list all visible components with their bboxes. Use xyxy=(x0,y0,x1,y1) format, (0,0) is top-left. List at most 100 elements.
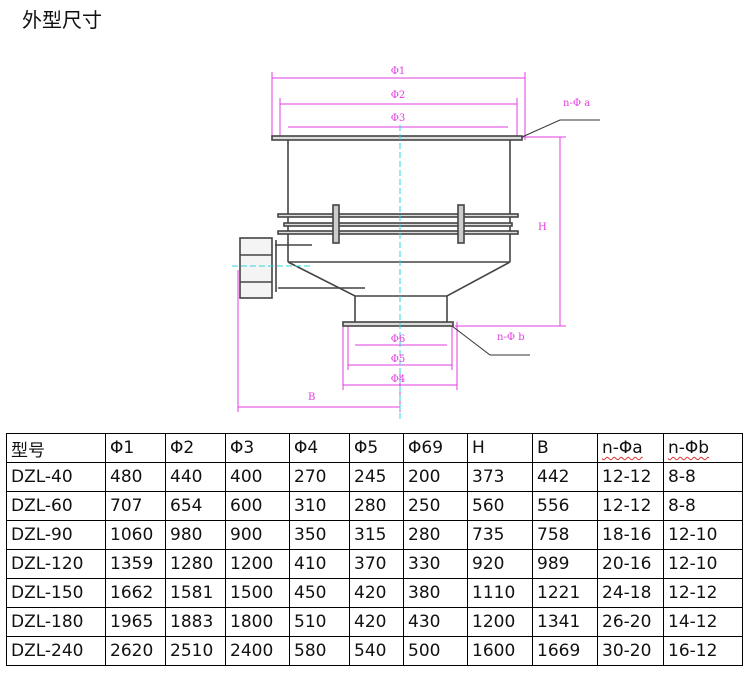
table-cell: 8-8 xyxy=(663,491,743,521)
table-cell: 920 xyxy=(467,549,533,579)
table-cell: 480 xyxy=(105,462,166,492)
table-cell: 12-12 xyxy=(597,462,664,492)
table-cell: 2510 xyxy=(165,636,226,666)
table-cell: 560 xyxy=(467,491,533,521)
table-cell: 12-12 xyxy=(663,578,743,608)
phi4-label: Φ4 xyxy=(391,374,406,385)
table-cell: 250 xyxy=(403,491,468,521)
table-cell: 510 xyxy=(289,607,350,637)
column-header: Φ5 xyxy=(349,433,404,463)
table-cell: 556 xyxy=(532,491,598,521)
table-cell: 310 xyxy=(289,491,350,521)
table-cell: 600 xyxy=(225,491,290,521)
phi6-label: Φ6 xyxy=(391,334,406,345)
table-cell: 1600 xyxy=(467,636,533,666)
table-cell: 420 xyxy=(349,578,404,608)
table-cell: 1669 xyxy=(532,636,598,666)
table-cell: 400 xyxy=(225,462,290,492)
table-cell: 26-20 xyxy=(597,607,664,637)
column-header: n-Φa xyxy=(597,433,664,463)
table-cell: 14-12 xyxy=(663,607,743,637)
table-cell: 350 xyxy=(289,520,350,550)
table-cell: 12-10 xyxy=(663,549,743,579)
model-cell: DZL-90 xyxy=(6,520,106,550)
center-lines xyxy=(232,125,401,420)
table-cell: 200 xyxy=(403,462,468,492)
table-cell: 16-12 xyxy=(663,636,743,666)
column-header: Φ4 xyxy=(289,433,350,463)
column-header: Φ69 xyxy=(403,433,468,463)
table-cell: 18-16 xyxy=(597,520,664,550)
table-cell: 654 xyxy=(165,491,226,521)
table-cell: 1200 xyxy=(467,607,533,637)
table-cell: 989 xyxy=(532,549,598,579)
table-cell: 12-12 xyxy=(597,491,664,521)
magnetic-separator-outline-drawing: Φ1 Φ2 Φ3 Φ6 Φ5 Φ4 H B n-Φ a n-Φ b xyxy=(232,66,600,420)
h-label: H xyxy=(538,222,547,233)
model-cell: DZL-40 xyxy=(6,462,106,492)
table-cell: 1200 xyxy=(225,549,290,579)
table-cell: 1883 xyxy=(165,607,226,637)
table-cell: 270 xyxy=(289,462,350,492)
column-header: B xyxy=(532,433,598,463)
table-cell: 315 xyxy=(349,520,404,550)
table-cell: 2620 xyxy=(105,636,166,666)
table-cell: 1060 xyxy=(105,520,166,550)
column-header: Φ3 xyxy=(225,433,290,463)
phi1-label: Φ1 xyxy=(391,66,406,77)
model-cell: DZL-60 xyxy=(6,491,106,521)
model-cell: DZL-180 xyxy=(6,607,106,637)
table-cell: 1800 xyxy=(225,607,290,637)
table-cell: 24-18 xyxy=(597,578,664,608)
model-cell: DZL-240 xyxy=(6,636,106,666)
leader-lines xyxy=(451,119,600,356)
table-cell: 30-20 xyxy=(597,636,664,666)
table-cell: 1965 xyxy=(105,607,166,637)
table-cell: 370 xyxy=(349,549,404,579)
table-cell: 1581 xyxy=(165,578,226,608)
table-cell: 440 xyxy=(165,462,226,492)
n-phi-b-label: n-Φ b xyxy=(497,332,525,343)
table-cell: 420 xyxy=(349,607,404,637)
phi2-label: Φ2 xyxy=(391,90,406,101)
table-cell: 1280 xyxy=(165,549,226,579)
table-cell: 735 xyxy=(467,520,533,550)
column-header: Φ2 xyxy=(165,433,226,463)
separator-body xyxy=(239,135,523,327)
table-cell: 900 xyxy=(225,520,290,550)
table-cell: 20-16 xyxy=(597,549,664,579)
table-cell: 410 xyxy=(289,549,350,579)
table-cell: 1359 xyxy=(105,549,166,579)
table-cell: 1662 xyxy=(105,578,166,608)
table-cell: 380 xyxy=(403,578,468,608)
phi5-label: Φ5 xyxy=(391,354,406,365)
table-cell: 8-8 xyxy=(663,462,743,492)
table-cell: 450 xyxy=(289,578,350,608)
column-header: Φ1 xyxy=(105,433,166,463)
table-cell: 980 xyxy=(165,520,226,550)
table-cell: 500 xyxy=(403,636,468,666)
table-cell: 245 xyxy=(349,462,404,492)
table-cell: 442 xyxy=(532,462,598,492)
table-cell: 758 xyxy=(532,520,598,550)
model-cell: DZL-150 xyxy=(6,578,106,608)
table-cell: 707 xyxy=(105,491,166,521)
table-cell: 280 xyxy=(403,520,468,550)
table-cell: 2400 xyxy=(225,636,290,666)
table-cell: 373 xyxy=(467,462,533,492)
column-header: 型号 xyxy=(6,433,106,463)
table-cell: 12-10 xyxy=(663,520,743,550)
table-cell: 1341 xyxy=(532,607,598,637)
page-title: 外型尺寸 xyxy=(22,8,102,32)
table-cell: 1221 xyxy=(532,578,598,608)
n-phi-a-label: n-Φ a xyxy=(563,98,590,109)
column-header: H xyxy=(467,433,533,463)
